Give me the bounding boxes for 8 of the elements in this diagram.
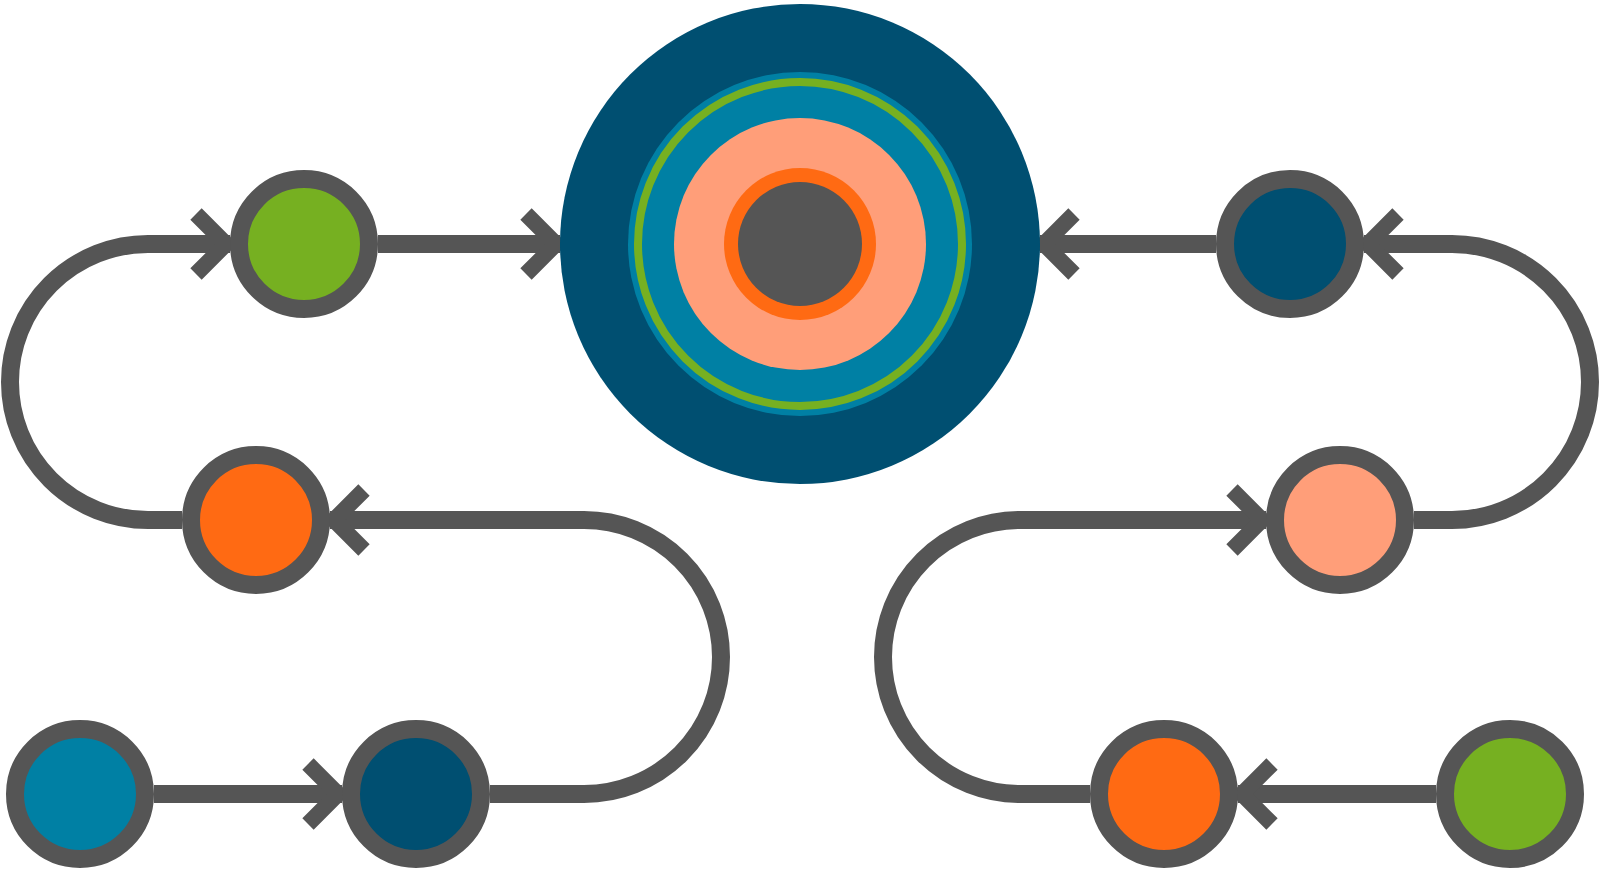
- arrow: [154, 756, 346, 832]
- arrow: [1360, 206, 1599, 529]
- arrow: [1, 206, 234, 529]
- arrow: [326, 482, 730, 803]
- arrow: [874, 482, 1270, 803]
- arrow: [1234, 756, 1436, 832]
- arrow: [1036, 206, 1216, 282]
- arrow: [378, 206, 564, 282]
